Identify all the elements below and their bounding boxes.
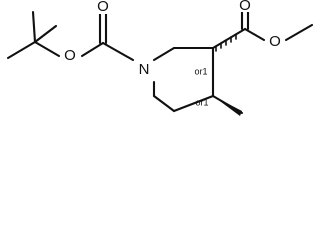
stereo-label-c4: or1 — [195, 97, 208, 107]
bond-oxygen-carbonyl — [80, 41, 105, 58]
solid-wedge-c4 — [213, 96, 242, 116]
boc-carbonyl-group — [80, 12, 135, 62]
bond-c3-ester-carbon — [211, 27, 247, 50]
bond-tbu-left-methyl — [6, 40, 37, 60]
hashed-wedge-c3 — [215, 33, 237, 52]
methyl-ester-group — [211, 8, 314, 50]
bond-tbu-upper-methyl — [31, 10, 37, 44]
bond-carbonyl-nitrogen — [101, 41, 135, 62]
bond-methoxy-methyl — [284, 23, 314, 42]
bond-tbu-oxygen — [33, 40, 61, 58]
ester-carbonyl-oxygen-label: O — [239, 0, 251, 14]
bond-n-c2 — [152, 46, 176, 62]
tert-butyl-group — [6, 10, 61, 60]
bond-c5-c6 — [152, 94, 176, 113]
boc-carbonyl-oxygen-label: O — [97, 0, 109, 15]
piperidine-ring — [152, 46, 215, 113]
ring-nitrogen-label: N — [139, 61, 150, 78]
bond-c4-c5 — [172, 94, 215, 113]
methoxy-oxygen-label: O — [269, 33, 281, 50]
atom-labels: O O N O O — [63, 0, 283, 80]
stereo-bonds — [213, 33, 242, 116]
stereo-label-c3: or1 — [194, 66, 207, 76]
molecule-structure: O O N O O or1 or1 — [6, 0, 314, 116]
bond-tbu-right-methyl — [33, 24, 58, 44]
stereo-descriptors: or1 or1 — [194, 66, 208, 107]
boc-ester-oxygen-label: O — [64, 47, 76, 64]
bond-ester-single-oxygen — [243, 27, 266, 42]
